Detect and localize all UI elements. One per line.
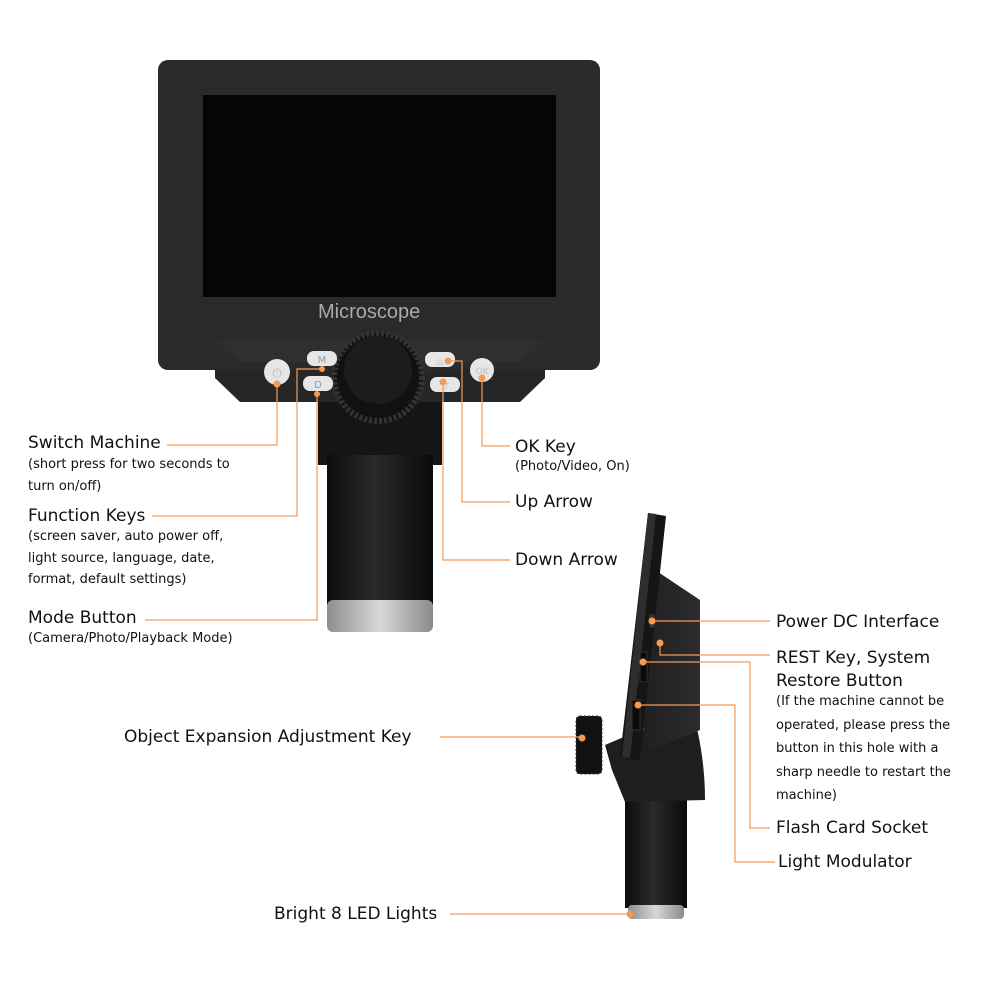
screen [203, 95, 556, 297]
leader-up [448, 360, 510, 503]
leader-mode [145, 394, 318, 621]
leader-dots [273, 357, 664, 918]
flash-card-title: Flash Card Socket [776, 818, 929, 838]
side-view [575, 513, 705, 919]
ok-key-title: OK Key [515, 437, 576, 457]
leader-down [442, 383, 510, 561]
leader-light [638, 704, 775, 863]
function-keys-desc: (screen saver, auto power off, light sou… [28, 529, 224, 587]
down-arrow-title: Down Arrow [515, 550, 618, 570]
focus-wheel[interactable] [331, 330, 425, 424]
d-label: D [314, 380, 322, 391]
leader-switch [167, 385, 278, 446]
led-ring [327, 600, 433, 632]
light-dial [631, 699, 641, 731]
rest-key-desc: (If the machine cannot be operated, plea… [776, 694, 951, 803]
m-label: M [318, 355, 327, 366]
svg-text:▽: ▽ [442, 382, 449, 392]
ok-button[interactable]: OK [470, 358, 494, 382]
light-modulator-title: Light Modulator [778, 852, 912, 872]
device-brand-label: Microscope [318, 301, 421, 323]
leader-ok [481, 380, 510, 447]
side-knob[interactable] [575, 715, 603, 775]
power-button[interactable]: ⏻ [264, 359, 290, 385]
ok-key-desc: (Photo/Video, On) [515, 459, 630, 474]
card-slot [639, 651, 648, 683]
front-view: ⏻ △ ▽ OK [158, 60, 600, 632]
function-keys-title: Function Keys [28, 506, 146, 526]
leader-card [643, 661, 770, 829]
leader-function [152, 368, 322, 517]
mode-button-m[interactable]: M [307, 351, 337, 366]
ok-label: OK [476, 367, 490, 377]
leader-lines [145, 360, 775, 915]
mode-button-title: Mode Button [28, 608, 137, 628]
led-lights-title: Bright 8 LED Lights [274, 904, 438, 924]
power-dc-title: Power DC Interface [776, 612, 940, 632]
side-led-ring [628, 905, 684, 919]
lens-tube [327, 455, 433, 605]
object-expansion-title: Object Expansion Adjustment Key [124, 727, 412, 747]
svg-text:△: △ [437, 357, 444, 367]
side-lens-tube [625, 800, 687, 908]
up-arrow-title: Up Arrow [515, 492, 593, 512]
switch-machine-title: Switch Machine [28, 433, 161, 453]
mode-button-desc: (Camera/Photo/Playback Mode) [28, 631, 233, 646]
playback-button-d[interactable]: D [303, 376, 333, 391]
svg-text:⏻: ⏻ [272, 366, 282, 380]
leader-rest [659, 643, 770, 656]
